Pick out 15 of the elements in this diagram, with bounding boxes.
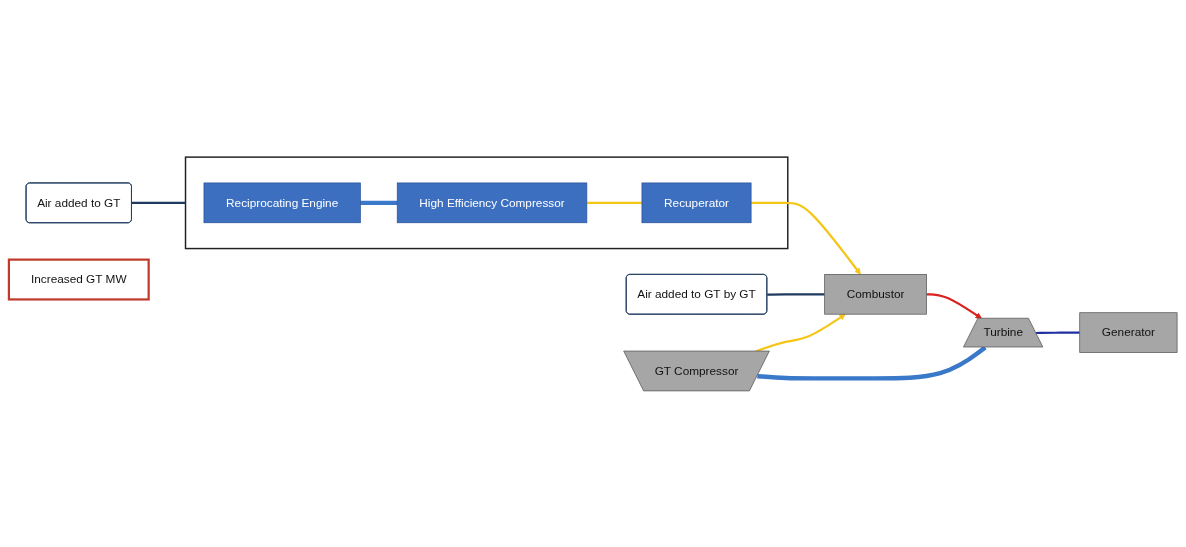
cluster (184, 155, 789, 249)
connector (757, 345, 987, 381)
node-box: Combustor (824, 273, 927, 315)
connector (1036, 331, 1080, 334)
node-box: Reciprocating Engine (203, 182, 361, 223)
arrow (926, 292, 983, 319)
node-box: Generator (1079, 311, 1178, 353)
node-box: Recuperator (641, 182, 752, 223)
connector (767, 292, 825, 296)
connector (131, 201, 186, 204)
arrow (751, 201, 861, 275)
node-box: Increased GT MW (7, 258, 150, 301)
connector (586, 201, 642, 204)
connector (360, 200, 398, 205)
node-box: High Efficiency Compressor (396, 182, 588, 223)
